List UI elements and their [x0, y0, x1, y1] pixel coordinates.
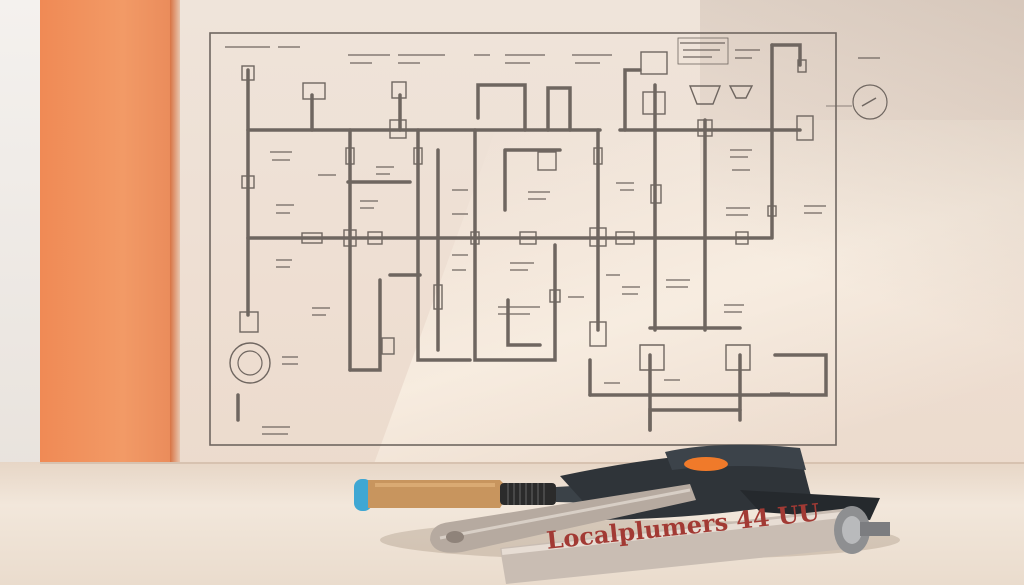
annotation-scribbles: [225, 42, 880, 435]
left-wall: [0, 0, 40, 500]
wall-shadow: [700, 0, 1024, 470]
labeled-pipe: [500, 506, 890, 584]
valve: [241, 175, 255, 189]
meter-dial: [229, 342, 271, 384]
wall-corner-edge: [170, 0, 180, 470]
loop-top: [476, 83, 527, 132]
bottom-run: [588, 353, 828, 397]
orange-wall: [40, 0, 178, 500]
detail-callout: [852, 84, 888, 120]
trap-fixture: [639, 344, 665, 371]
wall-floor-seam: [40, 462, 1024, 464]
wrench-icon: [430, 484, 696, 553]
basin-fixture: [688, 85, 722, 105]
legend-box: [677, 37, 729, 65]
diagram-frame: [209, 32, 837, 446]
